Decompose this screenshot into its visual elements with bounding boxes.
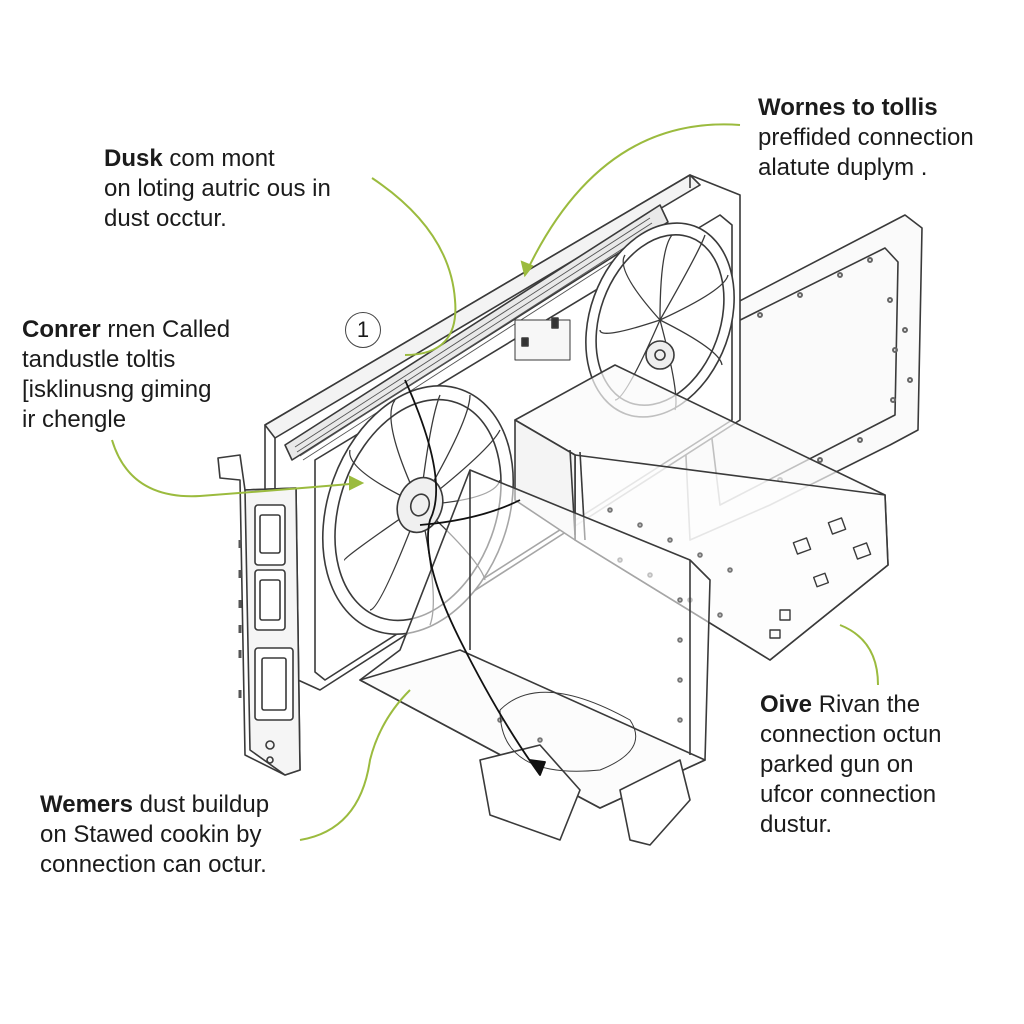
annotation-text: preffided connection — [758, 124, 974, 151]
annotation-heading: Oive — [760, 691, 813, 718]
annotation-mid-left: Conrer rnen Called tandustle toltis [isk… — [22, 315, 230, 435]
leader-lines — [111, 123, 879, 841]
annotation-text: Rivan the — [812, 691, 921, 718]
annotation-heading: Wornes to tollis — [758, 94, 938, 121]
annotation-bottom-right: Oive Rivan the connection octun parked g… — [760, 690, 941, 840]
annotation-text: alatute duplym . — [758, 154, 928, 181]
annotation-top-right: Wornes to tollis preffided connection al… — [758, 93, 974, 183]
annotation-text: on loting autric ous in — [104, 175, 331, 202]
airflow-arrows — [404, 379, 546, 776]
annotation-heading: Conrer — [22, 316, 101, 343]
annotation-text: dust buildup — [132, 791, 270, 818]
annotation-top-left: Dusk com mont on loting autric ous in du… — [104, 144, 331, 234]
annotation-text: dust occtur. — [104, 205, 227, 232]
annotation-text: ufcor connection — [760, 781, 937, 808]
annotation-bottom-left: Wemers dust buildup on Stawed cookin by … — [40, 790, 269, 880]
io-bracket — [217, 454, 301, 776]
annotation-heading: Wemers — [40, 791, 133, 818]
annotation-text: connection octun — [760, 721, 942, 748]
annotation-text: rnen Called — [100, 316, 231, 343]
annotation-text: parked gun on — [760, 751, 914, 778]
annotation-text: ir chengle — [22, 406, 127, 433]
annotation-text: on Stawed cookin by — [40, 821, 262, 848]
transparent-enclosure — [359, 469, 711, 846]
annotation-heading: Dusk — [104, 145, 163, 172]
annotation-text: com mont — [162, 145, 275, 172]
heatsink-block — [514, 364, 889, 661]
callout-marker-1: 1 — [345, 312, 381, 348]
annotation-text: connection can octur. — [40, 851, 267, 878]
annotation-text: dustur. — [760, 811, 833, 838]
annotation-text: tandustle toltis — [22, 346, 176, 373]
annotation-text: [isklinusng giming — [22, 376, 212, 403]
